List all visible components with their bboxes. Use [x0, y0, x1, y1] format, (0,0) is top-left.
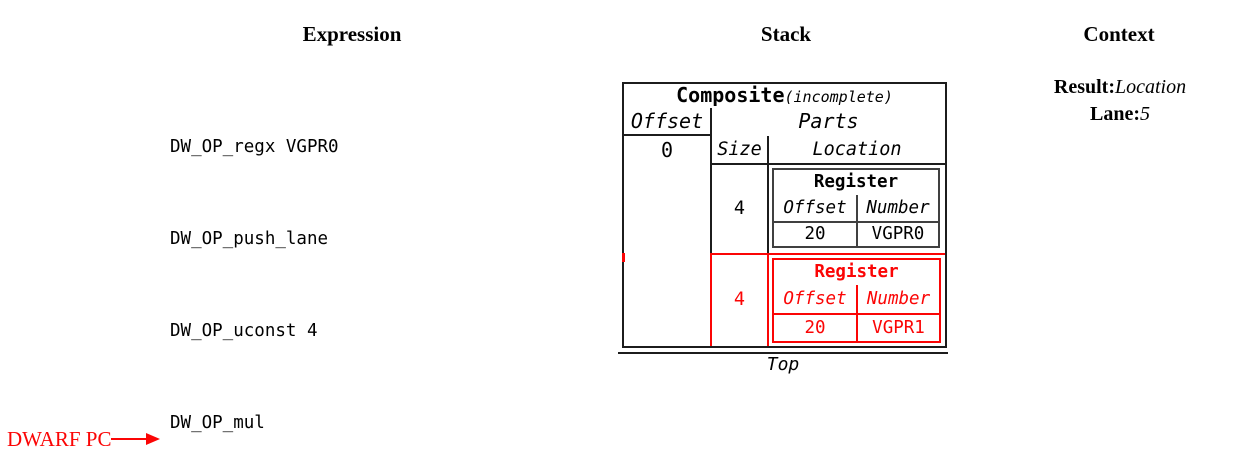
composite-header: Composite(incomplete) — [624, 84, 945, 108]
register-column-headers: Offset Number — [774, 195, 938, 221]
register-values-row: 20 VGPR1 — [774, 313, 939, 341]
context-result-field: Result:Location — [1010, 74, 1230, 101]
expression-op-list: DW_OP_regx VGPR0 DW_OP_push_lane DW_OP_u… — [170, 71, 339, 468]
expression-op: DW_OP_uconst 4 — [170, 321, 318, 342]
highlighted-part-edge-mark — [622, 253, 625, 262]
register-number-value: VGPR1 — [858, 313, 939, 341]
parts-location-header: Location — [812, 139, 902, 160]
register-values-row: 20 VGPR0 — [774, 220, 938, 247]
stack-column-title: Stack — [760, 22, 812, 46]
register-number-header: Number — [866, 197, 930, 218]
register-location-vgpr0: Register Offset Number 20 VGPR0 — [772, 168, 940, 248]
composite-stack-entry: Composite(incomplete) Offset Parts 0 Siz… — [622, 82, 947, 348]
register-location-vgpr1: Register Offset Number 20 VGPR1 — [772, 258, 941, 343]
register-type-label: Register — [813, 172, 899, 192]
result-label: Result: — [1053, 76, 1115, 98]
expression-op: DW_OP_push_lane — [170, 229, 329, 250]
stack-top-line — [618, 352, 948, 354]
part-size-value: 4 — [733, 197, 746, 219]
dwarf-pc-arrow — [111, 438, 148, 440]
lane-label: Lane: — [1090, 103, 1140, 125]
register-offset-header: Offset — [774, 195, 858, 221]
register-column-headers: Offset Number — [774, 285, 939, 313]
offset-parts-divider-highlight — [710, 253, 712, 346]
composite-type-label: Composite — [676, 83, 785, 107]
dwarf-pc-label: DWARF PC — [7, 427, 112, 451]
offset-parts-divider — [710, 108, 712, 253]
lane-value: 5 — [1140, 103, 1150, 125]
size-location-divider-highlight — [767, 253, 769, 346]
composite-parts-header: Parts — [798, 109, 859, 133]
context-lane-field: Lane:5 — [1010, 101, 1230, 128]
expression-op: DW_OP_mul — [170, 413, 265, 434]
register-type-label: Register — [814, 262, 899, 282]
part-size-value: 4 — [733, 289, 746, 310]
register-number-header: Number — [866, 289, 931, 309]
parts-size-header: Size — [717, 139, 762, 160]
offset-header-underline — [624, 134, 710, 136]
composite-state-label: (incomplete) — [784, 88, 893, 106]
register-offset-value: 20 — [774, 313, 858, 341]
context-column-title: Context — [1083, 22, 1155, 46]
composite-offset-header: Offset — [630, 109, 704, 133]
parts-header-underline — [712, 163, 945, 165]
stack-top-label: Top — [766, 354, 800, 375]
context-fields: Result:Location Lane:5 — [1010, 74, 1230, 128]
register-number-value: VGPR0 — [858, 220, 938, 247]
register-offset-value: 20 — [774, 220, 858, 246]
highlighted-part-separator — [712, 253, 945, 255]
expression-op: DW_OP_regx VGPR0 — [170, 137, 339, 158]
composite-offset-value: 0 — [660, 138, 674, 162]
result-value: Location — [1114, 76, 1187, 98]
size-location-divider — [767, 136, 769, 253]
register-offset-header: Offset — [774, 285, 858, 313]
dwarf-pc-arrowhead-icon — [146, 433, 160, 445]
expression-column-title: Expression — [302, 22, 402, 46]
